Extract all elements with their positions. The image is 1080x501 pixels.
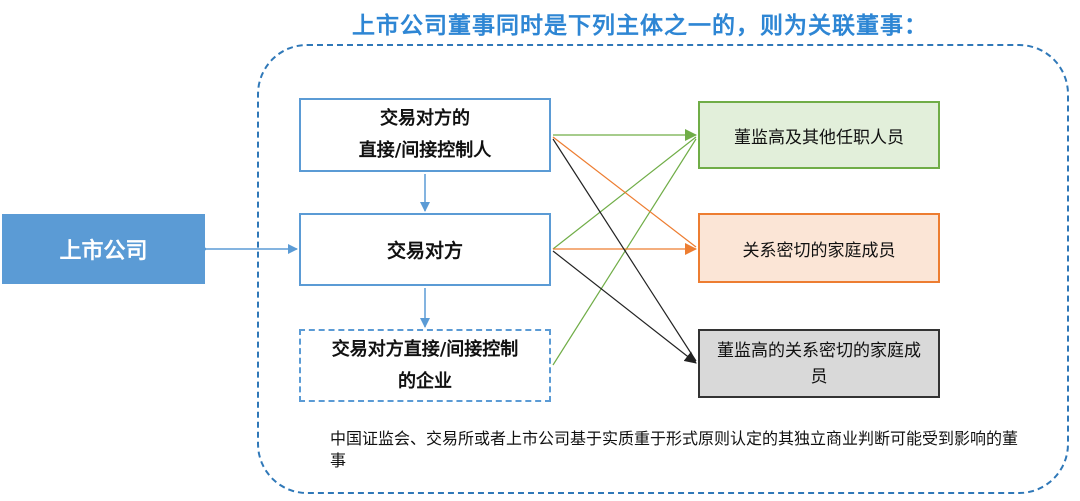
enterprise-to-officers-line	[552, 138, 697, 366]
controller-to-family-line	[552, 136, 697, 248]
page-title: 上市公司董事同时是下列主体之一的，则为关联董事：	[352, 13, 928, 39]
family-members-box: 关系密切的家庭成员	[698, 213, 940, 283]
controller-to-officer-family-line	[552, 138, 697, 362]
listed-company-box: 上市公司	[2, 214, 205, 284]
officer-family-box: 董监高的关系密切的家庭成员	[698, 329, 940, 398]
officers-box: 董监高及其他任职人员	[698, 101, 940, 169]
related-director-scope-border	[257, 44, 1069, 494]
controlled-enterprise-box: 交易对方直接/间接控制 的企业	[299, 329, 551, 402]
counterparty-box: 交易对方	[299, 213, 551, 286]
substance-over-form-note: 中国证监会、交易所或者上市公司基于实质重于形式原则认定的其独立商业判断可能受到影…	[330, 429, 1019, 470]
enterprise-label-line2: 的企业	[398, 370, 452, 392]
counterparty-to-officer-family-line	[552, 250, 697, 364]
controller-label-line1: 交易对方的	[380, 108, 470, 129]
controller-label-line2: 直接/间接控制人	[358, 140, 492, 161]
controller-box: 交易对方的 直接/间接控制人	[299, 98, 551, 172]
counterparty-to-officers-line	[552, 136, 697, 250]
enterprise-label-line1: 交易对方直接/间接控制	[331, 338, 519, 360]
